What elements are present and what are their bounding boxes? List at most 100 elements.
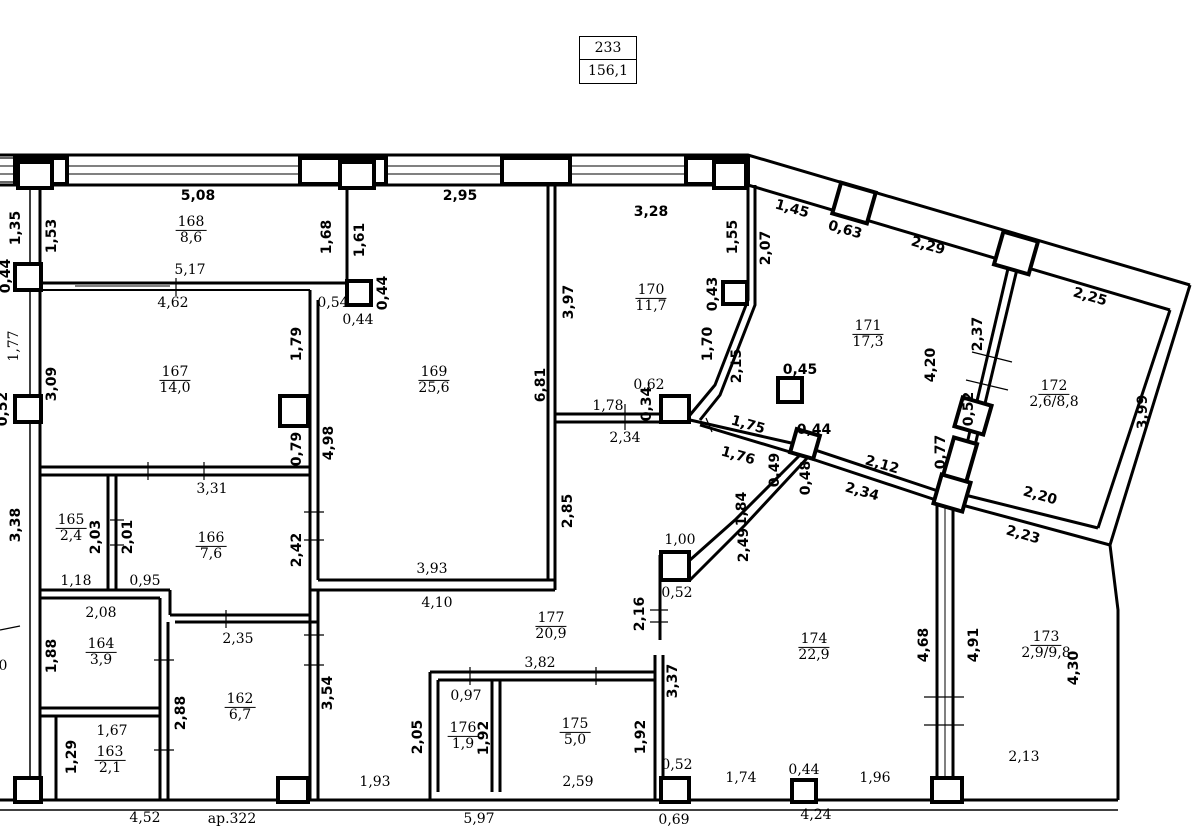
dim-label: 1,61 <box>352 222 368 258</box>
dim-label: 2,15 <box>729 348 745 384</box>
dim-label: 0,45 <box>782 362 818 378</box>
dim-label: 0,69 <box>658 812 690 828</box>
dim-label: 1,92 <box>476 720 492 756</box>
dim-label: 0,44 <box>375 275 391 311</box>
dim-label: 3,28 <box>633 204 669 220</box>
dim-label: 0,77 <box>933 434 949 470</box>
dim-label: 0,52 <box>0 391 11 427</box>
dim-label: 0,48 <box>798 460 814 496</box>
dim-label: 1,18 <box>60 573 92 589</box>
dim-label: 0,97 <box>450 688 482 704</box>
total-area-stamp: 233 156,1 <box>579 36 637 84</box>
dim-label: 0,44 <box>796 422 832 438</box>
dim-label: 1,53 <box>44 218 60 254</box>
walls <box>0 153 1192 811</box>
dim-label: 3,93 <box>416 561 448 577</box>
door-marks <box>0 157 1013 751</box>
dim-label: 1,29 <box>64 739 80 775</box>
dim-label: 1,74 <box>725 770 757 786</box>
dim-label: 0,62 <box>633 377 665 393</box>
dim-label: 4,68 <box>916 627 932 663</box>
dim-label: 0,52 <box>961 391 977 427</box>
dim-label: 1,77 <box>6 330 22 362</box>
dim-label: ар.322 <box>207 811 257 827</box>
dim-label: 1,92 <box>633 719 649 755</box>
dim-label: 4,30 <box>1066 650 1082 686</box>
dim-label: 0,52 <box>661 585 693 601</box>
dim-label: 6,81 <box>533 367 549 403</box>
dim-label: 0,34 <box>639 386 655 422</box>
dim-label: 4,20 <box>923 347 939 383</box>
dim-label: 0,43 <box>705 276 721 312</box>
dim-label: 0,79 <box>289 431 305 467</box>
dim-label: 2,59 <box>562 774 594 790</box>
dim-label: 4,52 <box>129 810 161 826</box>
dim-label: 1,35 <box>8 210 24 246</box>
dim-label: 2,35 <box>222 631 254 647</box>
dim-label: 5,08 <box>180 188 216 204</box>
dim-label: 2,95 <box>442 188 478 204</box>
dim-label: 3,37 <box>665 663 681 699</box>
dim-label: 2,01 <box>120 519 136 555</box>
dim-label: 3,99 <box>1135 394 1151 430</box>
dim-label: 3,31 <box>196 481 228 497</box>
columns <box>13 156 1041 804</box>
dim-label: 1,96 <box>859 770 891 786</box>
dim-label: 2,07 <box>758 230 774 266</box>
dim-label: 1,79 <box>289 326 305 362</box>
dim-label: 2,34 <box>609 430 641 446</box>
dim-label: 0,95 <box>129 573 161 589</box>
dim-label: 4,10 <box>421 595 453 611</box>
dim-label: 3,54 <box>320 675 336 711</box>
dim-label: 4,91 <box>966 627 982 663</box>
dim-label: 2,49 <box>736 527 752 563</box>
dim-label: 5,17 <box>174 262 206 278</box>
dim-label: 2,05 <box>410 719 426 755</box>
dim-label: 0 <box>0 658 8 674</box>
dim-label: 2,88 <box>173 695 189 731</box>
dim-label: 1,67 <box>96 723 128 739</box>
dim-label: 0,49 <box>767 452 783 488</box>
dim-label: 2,08 <box>85 605 117 621</box>
dim-label: 1,93 <box>359 774 391 790</box>
dim-label: 1,78 <box>592 398 624 414</box>
dim-label: 3,09 <box>44 366 60 402</box>
dim-label: 2,37 <box>970 316 986 352</box>
dim-label: 0,44 <box>0 258 14 294</box>
dim-label: 0,54 <box>317 295 349 311</box>
dim-label: 3,82 <box>524 655 556 671</box>
dim-label: 0,44 <box>788 762 820 778</box>
dim-label: 1,68 <box>319 219 335 255</box>
dim-label: 3,38 <box>8 507 24 543</box>
dim-label: 4,62 <box>157 295 189 311</box>
dim-label: 2,85 <box>560 493 576 529</box>
dim-label: 1,88 <box>44 638 60 674</box>
dim-label: 1,84 <box>734 491 750 527</box>
dim-label: 0,44 <box>342 312 374 328</box>
dim-label: 4,24 <box>800 807 832 823</box>
dim-label: 3,97 <box>561 284 577 320</box>
dim-label: 2,42 <box>289 532 305 568</box>
dim-label: 4,98 <box>321 425 337 461</box>
dim-label: 2,03 <box>88 519 104 555</box>
dim-label: 1,00 <box>664 532 696 548</box>
stamp-area: 156,1 <box>587 63 629 79</box>
